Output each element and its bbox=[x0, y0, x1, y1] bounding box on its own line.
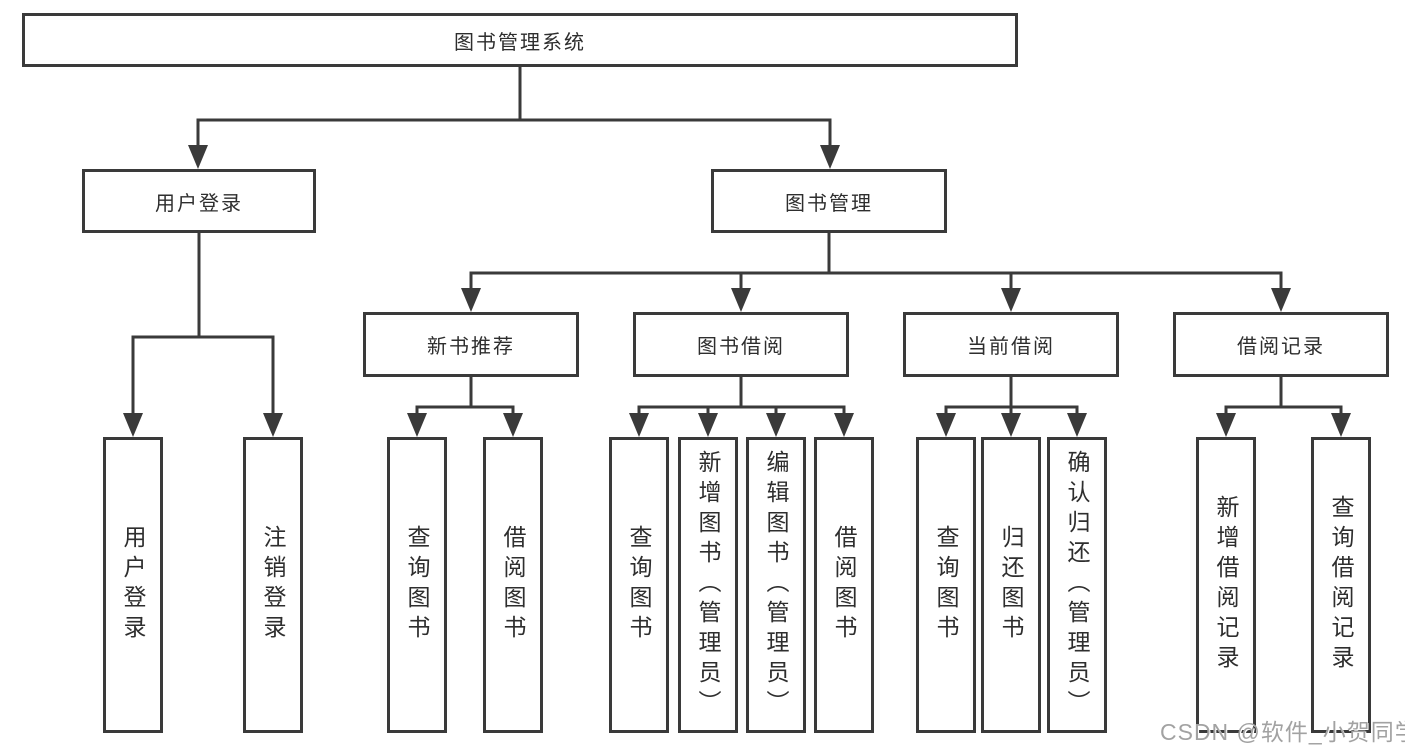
leaf-label: 确认归还（管理员） bbox=[1064, 450, 1090, 720]
node-leaf-user-login: 用户登录 bbox=[103, 437, 163, 733]
node-leaf-logout: 注销登录 bbox=[243, 437, 303, 733]
node-leaf-return-books: 归还图书 bbox=[981, 437, 1041, 733]
leaf-label: 查询图书 bbox=[626, 525, 652, 645]
node-leaf-query-books-borrow: 查询图书 bbox=[609, 437, 669, 733]
node-leaf-add-borrow-record: 新增借阅记录 bbox=[1196, 437, 1256, 733]
leaf-label: 查询图书 bbox=[933, 525, 959, 645]
node-library-system: 图书管理系统 bbox=[22, 13, 1018, 67]
node-leaf-confirm-return-admin: 确认归还（管理员） bbox=[1047, 437, 1107, 733]
node-new-book-recommend: 新书推荐 bbox=[363, 312, 579, 377]
node-borrow-records: 借阅记录 bbox=[1173, 312, 1389, 377]
leaf-label: 注销登录 bbox=[260, 525, 286, 645]
csdn-watermark: CSDN @软件_小贺同学 bbox=[1160, 719, 1405, 745]
leaf-label: 编辑图书（管理员） bbox=[763, 450, 789, 720]
leaf-label: 借阅图书 bbox=[831, 525, 857, 645]
leaf-label: 查询图书 bbox=[404, 525, 430, 645]
node-leaf-query-books-recommend: 查询图书 bbox=[387, 437, 447, 733]
leaf-label: 用户登录 bbox=[120, 525, 146, 645]
node-user-login: 用户登录 bbox=[82, 169, 316, 233]
node-leaf-query-borrow-record: 查询借阅记录 bbox=[1311, 437, 1371, 733]
leaf-label: 新增图书（管理员） bbox=[695, 450, 721, 720]
node-leaf-add-books-admin: 新增图书（管理员） bbox=[678, 437, 738, 733]
leaf-label: 借阅图书 bbox=[500, 525, 526, 645]
node-leaf-borrow-books-recommend: 借阅图书 bbox=[483, 437, 543, 733]
node-current-borrow: 当前借阅 bbox=[903, 312, 1119, 377]
node-leaf-edit-books-admin: 编辑图书（管理员） bbox=[746, 437, 806, 733]
leaf-label: 新增借阅记录 bbox=[1213, 495, 1239, 675]
leaf-label: 归还图书 bbox=[998, 525, 1024, 645]
leaf-label: 查询借阅记录 bbox=[1328, 495, 1354, 675]
node-leaf-borrow-books: 借阅图书 bbox=[814, 437, 874, 733]
node-book-borrow: 图书借阅 bbox=[633, 312, 849, 377]
node-book-management: 图书管理 bbox=[711, 169, 947, 233]
node-leaf-query-books-current: 查询图书 bbox=[916, 437, 976, 733]
